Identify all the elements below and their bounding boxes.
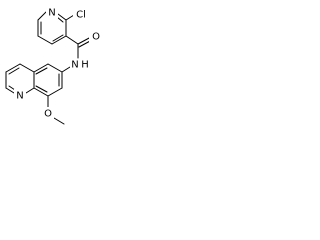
atom-label-h-amide: H bbox=[81, 60, 89, 71]
bond bbox=[5, 87, 15, 94]
quinoline-pyridine-ring bbox=[5, 63, 35, 94]
bond bbox=[47, 63, 63, 73]
bond bbox=[8, 67, 20, 75]
pyridine-ring bbox=[37, 11, 67, 45]
bond bbox=[37, 11, 47, 21]
bond-c-carbonyl bbox=[65, 35, 79, 45]
bond bbox=[33, 87, 49, 97]
bond-c-cl bbox=[65, 14, 75, 21]
bond bbox=[47, 87, 63, 97]
bond-c-o-double bbox=[77, 36, 92, 45]
bond bbox=[19, 63, 35, 73]
bond-o-methyl bbox=[53, 117, 65, 125]
atom-label-n-pyridine: N bbox=[48, 8, 55, 19]
bond bbox=[5, 63, 21, 73]
bond bbox=[25, 87, 35, 94]
atom-label-cl: Cl bbox=[76, 10, 86, 21]
atom-label-o-carbonyl: O bbox=[92, 32, 100, 43]
chemical-structure: N Cl O N H N O bbox=[5, 6, 101, 125]
atom-label-n-amide: N bbox=[71, 60, 78, 71]
quinoline-benzo-ring bbox=[33, 63, 63, 97]
bond bbox=[33, 63, 49, 73]
atom-label-n-quinoline: N bbox=[16, 91, 23, 102]
bond bbox=[37, 35, 53, 45]
bond bbox=[35, 85, 48, 93]
bond bbox=[51, 35, 67, 45]
bond bbox=[57, 13, 67, 21]
atom-label-o-methoxy: O bbox=[44, 109, 52, 120]
bond-n-quinoline bbox=[61, 66, 71, 73]
bond bbox=[35, 67, 48, 75]
bond bbox=[52, 34, 64, 42]
